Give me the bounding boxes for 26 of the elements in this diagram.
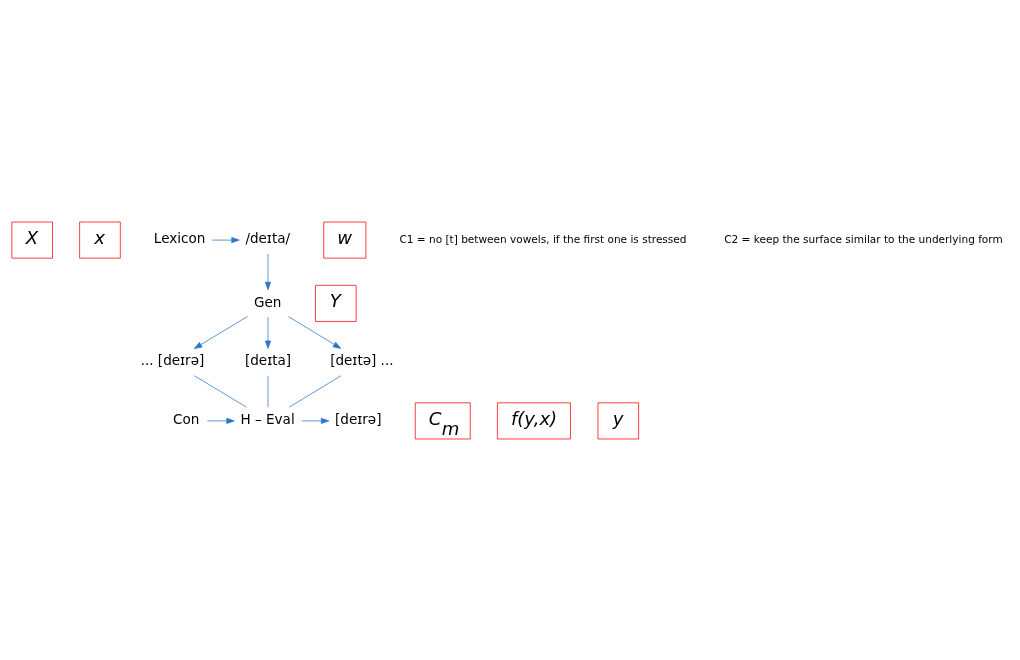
node-box: w (323, 221, 367, 259)
node-text: [deɪtə] ... (330, 351, 394, 368)
connector (194, 374, 247, 408)
node-box: Y (315, 284, 357, 322)
node-box: y (597, 401, 639, 439)
node-text: Gen (254, 293, 282, 310)
connector (289, 374, 342, 408)
node-text: [deɪrə] (335, 410, 382, 427)
node-text: /deɪta/ (245, 229, 291, 246)
arrow (288, 315, 342, 349)
label: C1 = no [t] between vowels, if the first one is stressed (399, 232, 687, 245)
node-text: Lexicon (153, 229, 206, 246)
arrow (206, 417, 235, 424)
node-box: X (11, 221, 53, 259)
node-text: H – Eval (240, 410, 295, 427)
node-text: ... [deɪrə] (140, 351, 205, 368)
node-box: f(y,x) (497, 401, 571, 439)
node-text: Con (173, 410, 200, 427)
arrow (264, 316, 271, 349)
arrow (264, 253, 271, 290)
arrow (301, 417, 330, 424)
arrow (211, 236, 240, 243)
label: C2 = keep the surface similar to the underlying form (724, 232, 1003, 245)
arrow (194, 315, 248, 349)
node-box: x (79, 221, 121, 259)
node-text: [deɪta] (245, 351, 292, 368)
